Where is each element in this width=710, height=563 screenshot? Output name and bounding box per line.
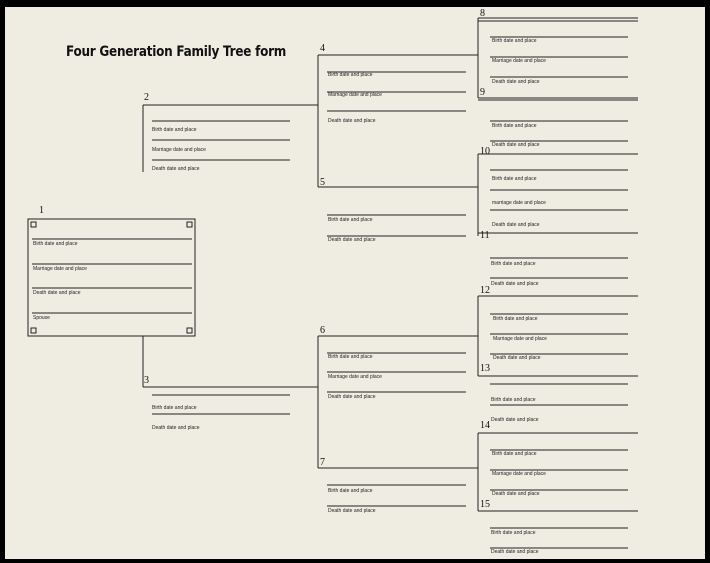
person-8-number: 8 [480,8,485,19]
person-11-death-field[interactable]: Death date and place [491,281,539,287]
person-13-birth-field[interactable]: Birth date and place [491,397,536,403]
person-4-death-field[interactable]: Death date and place [328,118,376,124]
person-14-number: 14 [480,420,490,431]
person-10-number: 10 [480,146,490,157]
person-13-death-field[interactable]: Death date and place [491,417,539,423]
person-8-marriage-field[interactable]: Marriage date and place [492,58,546,64]
person-9-birth-field[interactable]: Birth date and place [492,123,537,129]
person-7-birth-field[interactable]: Birth date and place [328,488,373,494]
person-6-marriage-field[interactable]: Marriage date and place [328,374,382,380]
person-14-marriage-field[interactable]: Marriage date and place [492,471,546,477]
person-13-number: 13 [480,363,490,374]
page-title: Four Generation Family Tree form [66,44,287,60]
person-4-marriage-field[interactable]: Marriage date and place [328,92,382,98]
frame-corner-icon [30,327,37,334]
person-2-death-field[interactable]: Death date and place [152,166,200,172]
person-1-death-field[interactable]: Death date and place [33,290,81,296]
person-15-birth-field[interactable]: Birth date and place [491,530,536,536]
person-1-frame [27,218,196,337]
person-10-birth-field[interactable]: Birth date and place [492,176,537,182]
person-1-number: 1 [39,205,44,216]
person-12-marriage-field[interactable]: Marriage date and place [493,336,547,342]
person-3-death-field[interactable]: Death date and place [152,425,200,431]
person-10-marriage-field[interactable]: marriage date and place [492,200,546,206]
person-5-number: 5 [320,177,325,188]
person-2-number: 2 [144,92,149,103]
person-4-birth-field[interactable]: Birth date and place [328,72,373,78]
person-1-spouse-field[interactable]: Spouse [33,315,50,321]
person-12-number: 12 [480,285,490,296]
person-9-death-field[interactable]: Death date and place [492,142,540,148]
person-10-death-field[interactable]: Death date and place [492,222,540,228]
person-7-death-field[interactable]: Death date and place [328,508,376,514]
person-1-birth-field[interactable]: Birth date and place [33,241,78,247]
person-7-number: 7 [320,457,325,468]
frame-corner-icon [30,221,37,228]
person-6-death-field[interactable]: Death date and place [328,394,376,400]
person-2-birth-field[interactable]: Birth date and place [152,127,197,133]
person-14-death-field[interactable]: Death date and place [492,491,540,497]
person-5-death-field[interactable]: Death date and place [328,237,376,243]
person-6-number: 6 [320,325,325,336]
family-tree-sheet [5,7,705,559]
person-15-number: 15 [480,499,490,510]
person-3-number: 3 [144,375,149,386]
person-15-death-field[interactable]: Death date and place [491,549,539,555]
person-1-marriage-field[interactable]: Marriage date and place [33,266,87,272]
person-12-death-field[interactable]: Death date and place [493,355,541,361]
person-8-death-field[interactable]: Death date and place [492,79,540,85]
frame-corner-icon [186,221,193,228]
person-11-birth-field[interactable]: Birth date and place [491,261,536,267]
person-2-marriage-field[interactable]: Marriage date and place [152,147,206,153]
person-11-number: 11 [480,230,490,241]
person-12-birth-field[interactable]: Birth date and place [493,316,538,322]
frame-corner-icon [186,327,193,334]
person-4-number: 4 [320,43,325,54]
person-5-birth-field[interactable]: Birth date and place [328,217,373,223]
person-14-birth-field[interactable]: Birth date and place [492,451,537,457]
person-8-birth-field[interactable]: Birth date and place [492,38,537,44]
person-9-number: 9 [480,87,485,98]
person-6-birth-field[interactable]: Birth date and place [328,354,373,360]
person-3-birth-field[interactable]: Birth date and place [152,405,197,411]
